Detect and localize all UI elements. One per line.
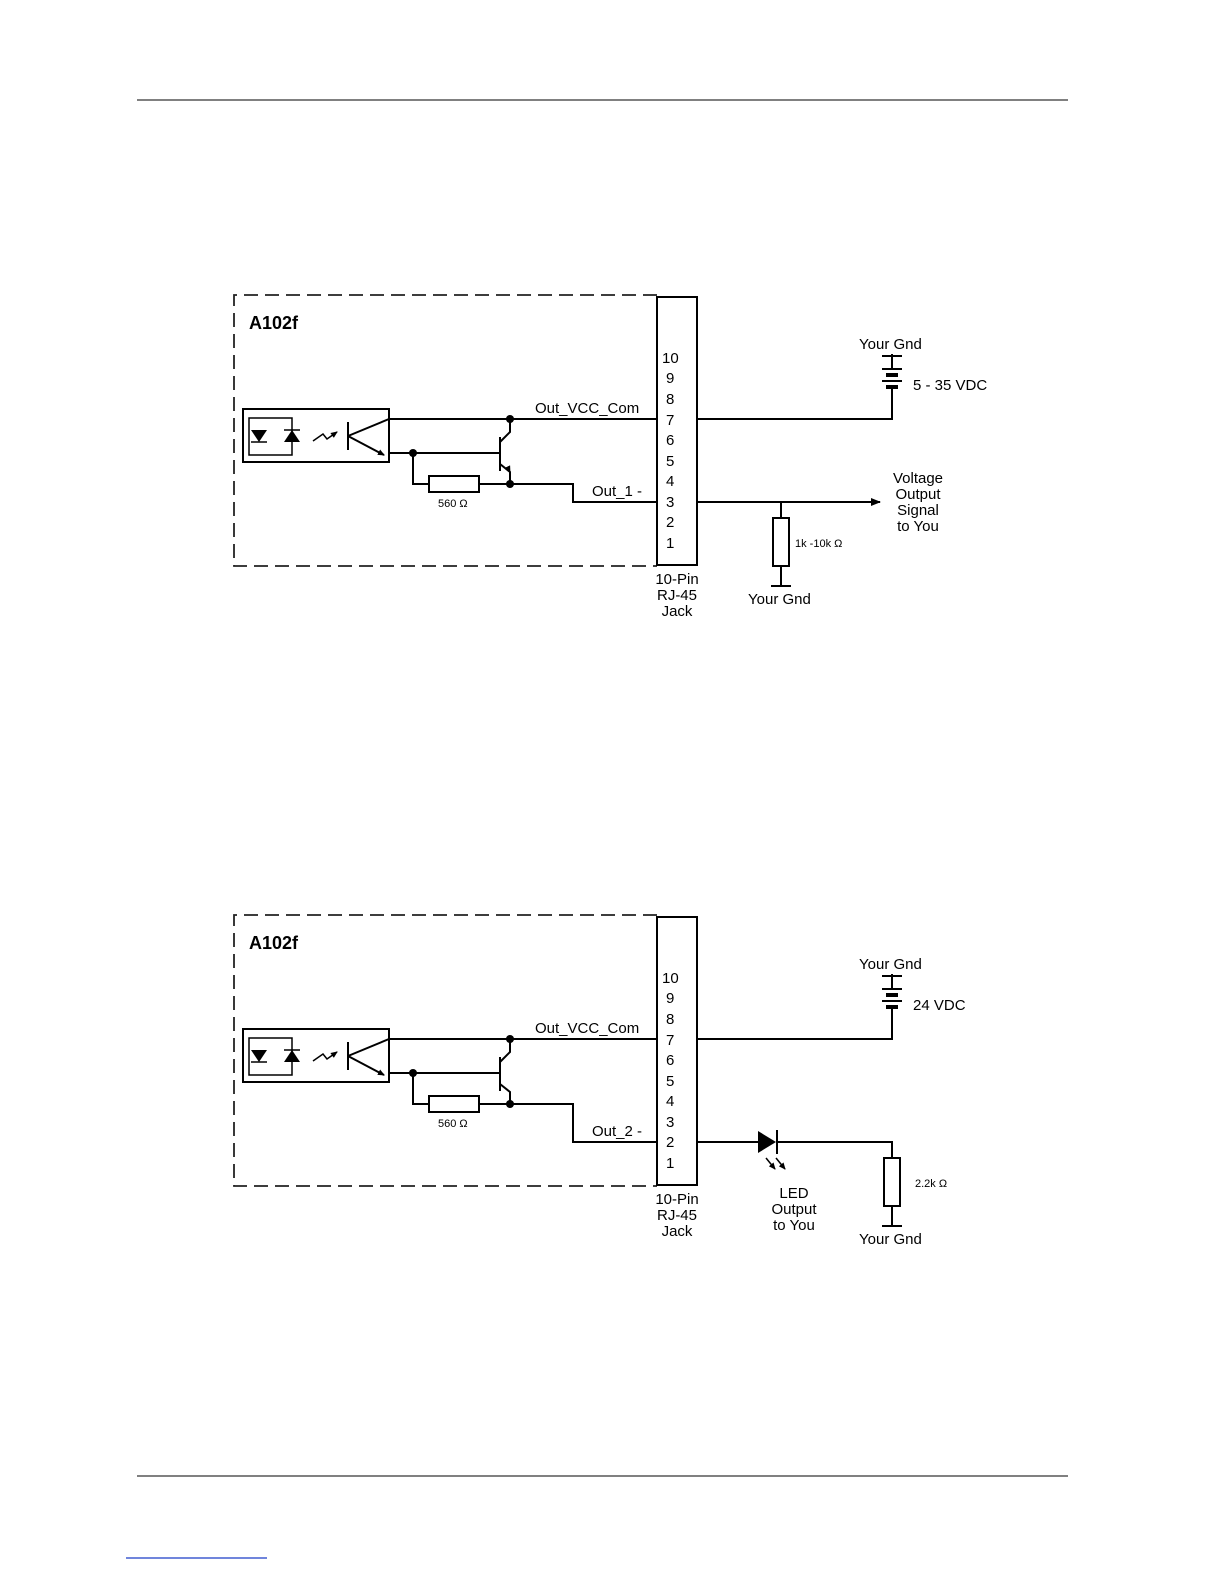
svg-text:6: 6 <box>666 1052 674 1069</box>
battery-icon <box>882 354 902 387</box>
supply-voltage-label: 5 - 35 VDC <box>913 377 987 394</box>
output-label: Out_2 - <box>592 1123 642 1140</box>
svg-text:10: 10 <box>662 350 679 367</box>
svg-text:5: 5 <box>666 453 674 470</box>
svg-text:Signal: Signal <box>897 502 939 519</box>
light-emission-icon <box>313 432 337 441</box>
resistor-560 <box>429 476 479 492</box>
rj45-jack <box>657 297 697 565</box>
module-label: A102f <box>249 933 299 953</box>
load-resistor-label: 2.2k Ω <box>915 1178 947 1190</box>
svg-text:RJ-45: RJ-45 <box>657 1207 697 1224</box>
optocoupler <box>243 409 389 462</box>
led-label: LED Output to You <box>771 1185 817 1234</box>
svg-text:8: 8 <box>666 1011 674 1028</box>
module-label: A102f <box>249 313 299 333</box>
svg-text:Jack: Jack <box>662 603 693 620</box>
svg-text:4: 4 <box>666 473 674 490</box>
svg-text:6: 6 <box>666 432 674 449</box>
pin-numbers: 10 9 8 7 6 5 4 3 2 1 <box>662 970 679 1172</box>
svg-text:to You: to You <box>773 1217 815 1234</box>
svg-text:9: 9 <box>666 990 674 1007</box>
svg-text:7: 7 <box>666 1032 674 1049</box>
rj45-jack <box>657 917 697 1185</box>
load-resistor-label: 1k -10k Ω <box>795 538 842 550</box>
resistor-560 <box>429 1096 479 1112</box>
svg-text:to You: to You <box>897 518 939 535</box>
svg-text:5: 5 <box>666 1073 674 1090</box>
svg-text:Output: Output <box>895 486 941 503</box>
load-resistor <box>884 1158 900 1206</box>
svg-text:Voltage: Voltage <box>893 470 943 487</box>
load-gnd-label: Your Gnd <box>748 591 811 608</box>
load-resistor <box>773 518 789 566</box>
battery-icon <box>882 974 902 1007</box>
svg-text:LED: LED <box>779 1185 808 1202</box>
svg-text:4: 4 <box>666 1093 674 1110</box>
svg-text:8: 8 <box>666 391 674 408</box>
pin-numbers: 10 9 8 7 6 5 4 3 2 1 <box>662 350 679 552</box>
svg-text:1: 1 <box>666 535 674 552</box>
svg-text:3: 3 <box>666 1114 674 1131</box>
resistor-560-label: 560 Ω <box>438 498 468 510</box>
svg-text:Output: Output <box>771 1201 817 1218</box>
supply-gnd-label: Your Gnd <box>859 956 922 973</box>
supply-wire <box>697 389 892 419</box>
jack-label: 10-Pin RJ-45 Jack <box>655 1191 698 1240</box>
load-gnd-label: Your Gnd <box>859 1231 922 1248</box>
optocoupler <box>243 1029 389 1082</box>
svg-text:RJ-45: RJ-45 <box>657 587 697 604</box>
led-icon <box>758 1131 776 1153</box>
svg-text:9: 9 <box>666 370 674 387</box>
jack-label: 10-Pin RJ-45 Jack <box>655 571 698 620</box>
vcc-com-label: Out_VCC_Com <box>535 1020 639 1037</box>
vcc-com-label: Out_VCC_Com <box>535 400 639 417</box>
svg-text:Jack: Jack <box>662 1223 693 1240</box>
supply-gnd-label: Your Gnd <box>859 336 922 353</box>
resistor-560-label: 560 Ω <box>438 1118 468 1130</box>
svg-text:2: 2 <box>666 514 674 531</box>
svg-text:10-Pin: 10-Pin <box>655 1191 698 1208</box>
signal-label: Voltage Output Signal to You <box>893 470 943 535</box>
svg-text:7: 7 <box>666 412 674 429</box>
diagram-led-output: A102f 560 Ω Out_VCC_Com Out_2 - 10 <box>234 915 966 1248</box>
supply-voltage-label: 24 VDC <box>913 997 966 1014</box>
svg-text:2: 2 <box>666 1134 674 1151</box>
light-emission-icon <box>313 1052 337 1061</box>
svg-text:3: 3 <box>666 494 674 511</box>
supply-wire <box>697 1009 892 1039</box>
diagram-voltage-output: A102f 560 Ω Out_VCC_Com Out_1 - <box>234 295 987 620</box>
svg-text:1: 1 <box>666 1155 674 1172</box>
svg-text:10: 10 <box>662 970 679 987</box>
output-label: Out_1 - <box>592 483 642 500</box>
svg-text:10-Pin: 10-Pin <box>655 571 698 588</box>
